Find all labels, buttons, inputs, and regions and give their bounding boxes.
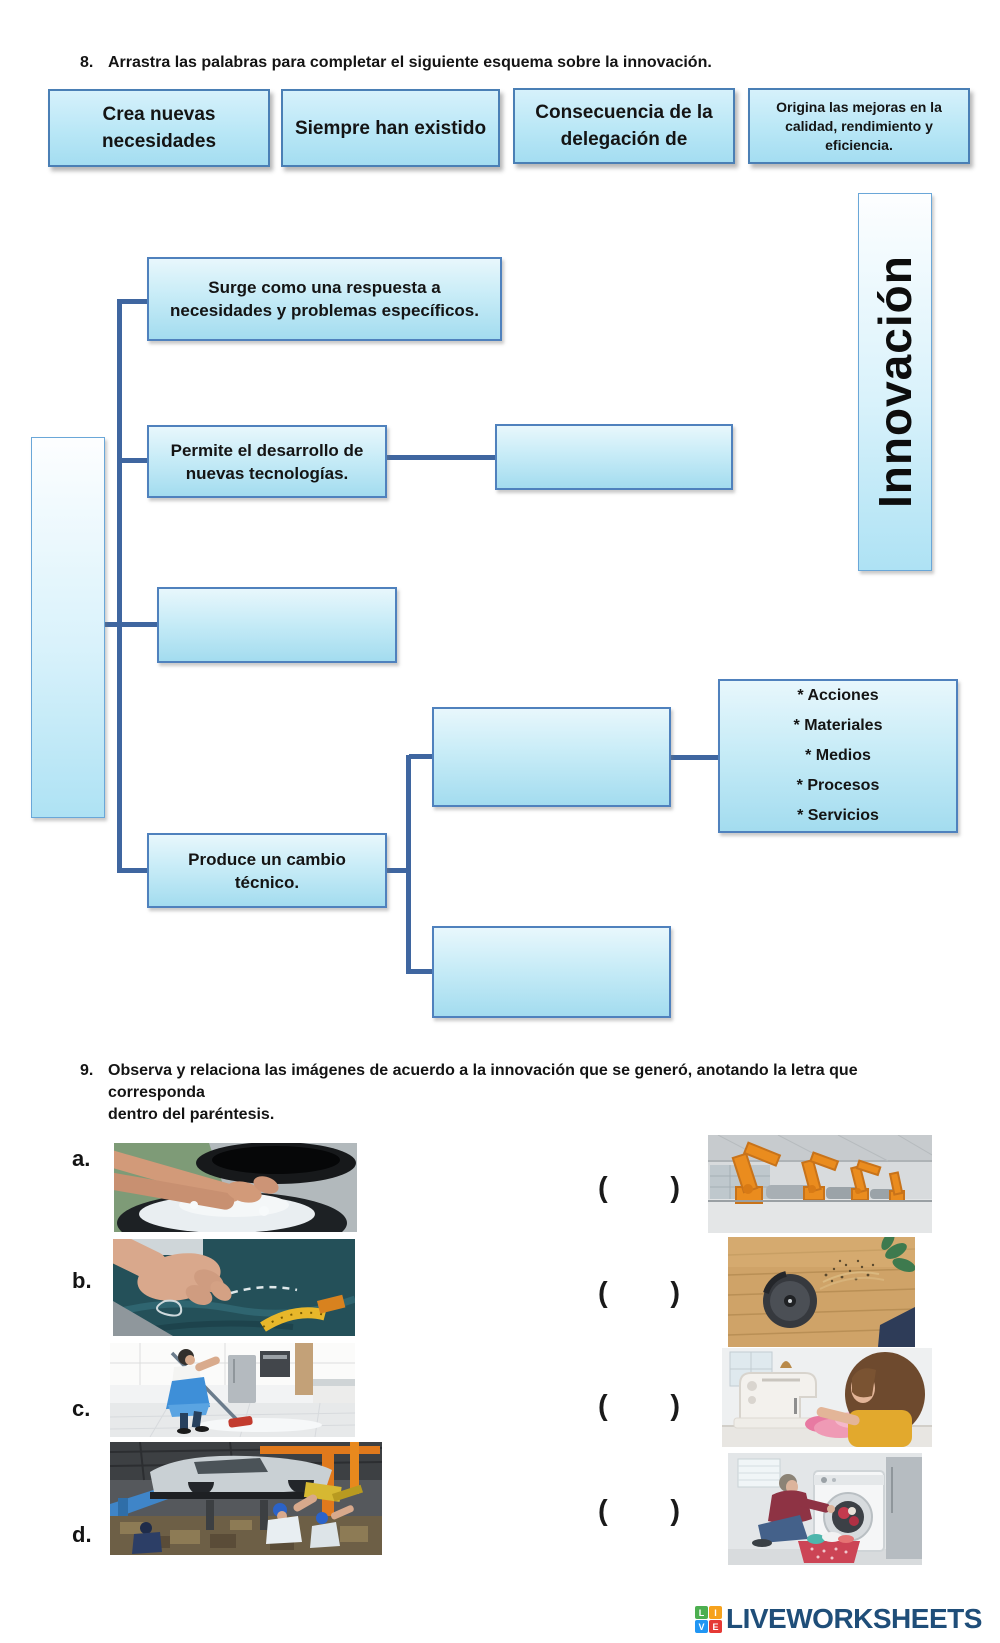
answer-slot-1[interactable] — [608, 1175, 671, 1203]
word-bank-label: Crea nuevas necesidades — [101, 104, 217, 152]
drop-target-empty-box-4[interactable] — [432, 926, 671, 1018]
word-bank-label: Consecuencia de la delegación de — [535, 102, 713, 150]
connector-root-to-branch — [103, 622, 157, 627]
item-letter-c: c. — [72, 1396, 91, 1421]
paren-open: ( — [598, 1172, 608, 1204]
drop-target-root-box[interactable] — [31, 437, 105, 818]
connector-to-branch-upper — [409, 754, 432, 759]
list-item: * Acciones — [797, 687, 879, 704]
logo-square-e: E — [709, 1620, 722, 1633]
word-bank-item-siempre-han-existido[interactable]: Siempre han existido — [281, 89, 500, 167]
image-mopping-floor-by-hand — [110, 1343, 355, 1437]
connector-to-permite — [117, 458, 147, 463]
diagram-box-text: Produce un cambio técnico. — [188, 849, 346, 892]
word-bank-item-origina-mejoras[interactable]: Origina las mejoras en la calidad, rendi… — [748, 88, 970, 164]
liveworksheets-logo-icon: L I V E — [695, 1606, 722, 1633]
drop-target-empty-box-3[interactable] — [432, 707, 671, 807]
paren-close: ) — [670, 1277, 680, 1309]
diagram-box-text: Permite el desarrollo de nuevas tecnolog… — [170, 440, 364, 483]
connector-to-list-box — [671, 755, 718, 760]
diagram-box-produce: Produce un cambio técnico. — [147, 833, 387, 908]
liveworksheets-logo: L I V E LIVEWORKSHEETS — [695, 1603, 982, 1635]
item-letter-a: a. — [72, 1146, 91, 1171]
answer-slot-2[interactable] — [608, 1280, 671, 1308]
list-item: * Servicios — [797, 807, 879, 824]
connector-to-surge — [117, 299, 147, 304]
diagram-box-list: * Acciones * Materiales * Medios * Proce… — [718, 679, 958, 833]
connector-to-branch-lower — [409, 969, 432, 974]
image-marking-fabric-by-hand — [113, 1239, 355, 1336]
item-letter-d: d. — [72, 1522, 92, 1547]
paren-open: ( — [598, 1495, 608, 1527]
list-item: * Procesos — [796, 777, 880, 794]
image-washing-clothes-by-hand — [114, 1143, 357, 1232]
drop-target-empty-box-1[interactable] — [495, 424, 733, 490]
paren-open: ( — [598, 1277, 608, 1309]
diagram-box-permite: Permite el desarrollo de nuevas tecnolog… — [147, 425, 387, 498]
image-washing-machine — [728, 1453, 922, 1565]
list-item: * Materiales — [793, 717, 883, 734]
question-8-number: 8. — [80, 54, 94, 71]
question-9: 9. Observa y relaciona las imágenes de a… — [80, 1060, 950, 1126]
image-industrial-robot-arms — [708, 1135, 932, 1233]
connector-main-vertical — [117, 299, 122, 873]
answer-parens-row-4: ( ) — [598, 1495, 680, 1528]
list-item: * Medios — [805, 747, 871, 764]
diagram-vertical-title: Innovación — [869, 255, 921, 509]
diagram-box-surge: Surge como una respuesta a necesidades y… — [147, 257, 502, 341]
word-bank-label: Siempre han existido — [294, 117, 487, 139]
question-9-number: 9. — [80, 1062, 94, 1079]
word-bank-item-crea-nuevas-necesidades[interactable]: Crea nuevas necesidades — [48, 89, 270, 167]
logo-square-i: I — [709, 1606, 722, 1619]
logo-square-v: V — [695, 1620, 708, 1633]
answer-slot-4[interactable] — [608, 1498, 671, 1526]
question-8-text: Arrastra las palabras para completar el … — [108, 54, 712, 71]
logo-wordmark: LIVEWORKSHEETS — [726, 1603, 982, 1634]
connector-to-produce — [117, 868, 147, 873]
answer-parens-row-1: ( ) — [598, 1172, 680, 1205]
answer-parens-row-2: ( ) — [598, 1277, 680, 1310]
answer-parens-row-3: ( ) — [598, 1390, 680, 1423]
paren-open: ( — [598, 1390, 608, 1422]
question-9-line2: dentro del paréntesis. — [108, 1106, 275, 1123]
logo-square-l: L — [695, 1606, 708, 1619]
word-bank-label: Origina las mejoras en la calidad, rendi… — [776, 98, 942, 153]
image-sewing-machine — [722, 1348, 932, 1447]
diagram-title-box: Innovación — [858, 193, 932, 571]
connector-produce-right — [387, 868, 408, 873]
paren-close: ) — [670, 1495, 680, 1527]
paren-close: ) — [670, 1390, 680, 1422]
question-9-line1: Observa y relaciona las imágenes de acue… — [108, 1062, 858, 1101]
word-bank-item-consecuencia[interactable]: Consecuencia de la delegación de — [513, 88, 735, 164]
paren-close: ) — [670, 1172, 680, 1204]
connector-permite-to-empty — [387, 455, 495, 460]
answer-slot-3[interactable] — [608, 1393, 671, 1421]
image-car-repair-workshop — [110, 1442, 382, 1555]
image-robot-vacuum — [728, 1237, 915, 1347]
question-8: 8. Arrastra las palabras para completar … — [80, 52, 840, 74]
question-9-text: Observa y relaciona las imágenes de acue… — [108, 1060, 950, 1126]
item-letter-b: b. — [72, 1268, 92, 1293]
diagram-box-text: Surge como una respuesta a necesidades y… — [170, 278, 479, 320]
connector-right-vertical — [406, 755, 411, 974]
drop-target-empty-box-2[interactable] — [157, 587, 397, 663]
